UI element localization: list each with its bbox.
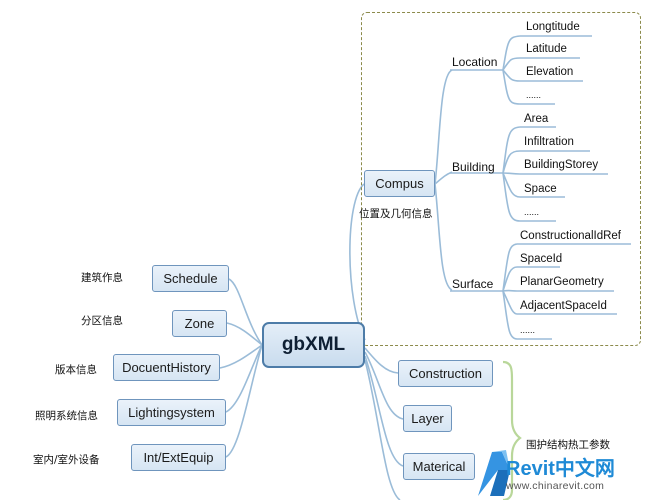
center-node[interactable]: gbXML — [262, 322, 365, 368]
leaf-planargeometry[interactable]: PlanarGeometry — [520, 276, 604, 288]
leaf-longtitude[interactable]: Longtitude — [526, 21, 580, 33]
node-schedule[interactable]: Schedule — [152, 265, 229, 292]
note-intextequip: 室内/室外设备 — [33, 454, 100, 466]
link-construction — [364, 347, 399, 374]
note-zone: 分区信息 — [81, 315, 123, 327]
link-location — [434, 69, 453, 185]
brace — [502, 360, 522, 500]
group-surface[interactable]: Surface — [452, 277, 494, 291]
link-extra — [364, 359, 401, 500]
link-intextequip — [225, 344, 263, 458]
node-layer[interactable]: Layer — [403, 405, 452, 432]
leaf-infiltration[interactable]: Infiltration — [524, 136, 574, 148]
node-zone[interactable]: Zone — [172, 310, 227, 337]
leaf-building-more: ...... — [524, 207, 540, 217]
watermark-brand: Revit中文网 — [506, 458, 615, 480]
leaf-elevation[interactable]: Elevation — [526, 66, 574, 78]
group-building[interactable]: Building — [452, 160, 495, 174]
leaf-adjacentspaceid[interactable]: AdjacentSpaceId — [520, 300, 607, 312]
note-compus: 位置及几何信息 — [359, 208, 433, 220]
link-materical — [364, 355, 404, 467]
link-zone — [226, 322, 263, 346]
node-docuenthistory[interactable]: DocuentHistory — [113, 354, 220, 381]
note-lightingsystem: 照明系统信息 — [35, 410, 98, 422]
node-compus[interactable]: Compus — [364, 170, 435, 197]
leaf-constructionalidref[interactable]: ConstructionalIdRef — [520, 230, 621, 242]
node-lightingsystem[interactable]: Lightingsystem — [117, 399, 226, 426]
compus-dashed-frame — [361, 12, 641, 346]
revit-logo-icon — [478, 450, 510, 496]
note-construction-group: 围护结构热工参数 — [526, 439, 610, 451]
leaf-spaceid[interactable]: SpaceId — [520, 253, 563, 265]
node-construction[interactable]: Construction — [398, 360, 493, 387]
leaf-location-more: ...... — [526, 90, 542, 100]
link-docuenthistory — [219, 344, 263, 369]
leaf-space[interactable]: Space — [524, 183, 557, 195]
link-surface — [434, 183, 453, 291]
note-schedule: 建筑作息 — [81, 272, 123, 284]
leaf-latitude[interactable]: Latitude — [526, 43, 567, 55]
leaf-buildingstorey[interactable]: BuildingStorey — [524, 159, 599, 171]
note-docuenthistory: 版本信息 — [55, 364, 97, 376]
node-intextequip[interactable]: Int/ExtEquip — [131, 444, 226, 471]
leaf-area[interactable]: Area — [524, 113, 549, 125]
group-location[interactable]: Location — [452, 55, 498, 69]
link-lightingsystem — [225, 344, 263, 413]
watermark-url: www.chinarevit.com — [506, 480, 605, 492]
leaf-surface-more: ...... — [520, 325, 536, 335]
link-layer — [364, 351, 404, 420]
link-schedule — [228, 278, 263, 346]
node-materical[interactable]: Materical — [403, 453, 475, 480]
